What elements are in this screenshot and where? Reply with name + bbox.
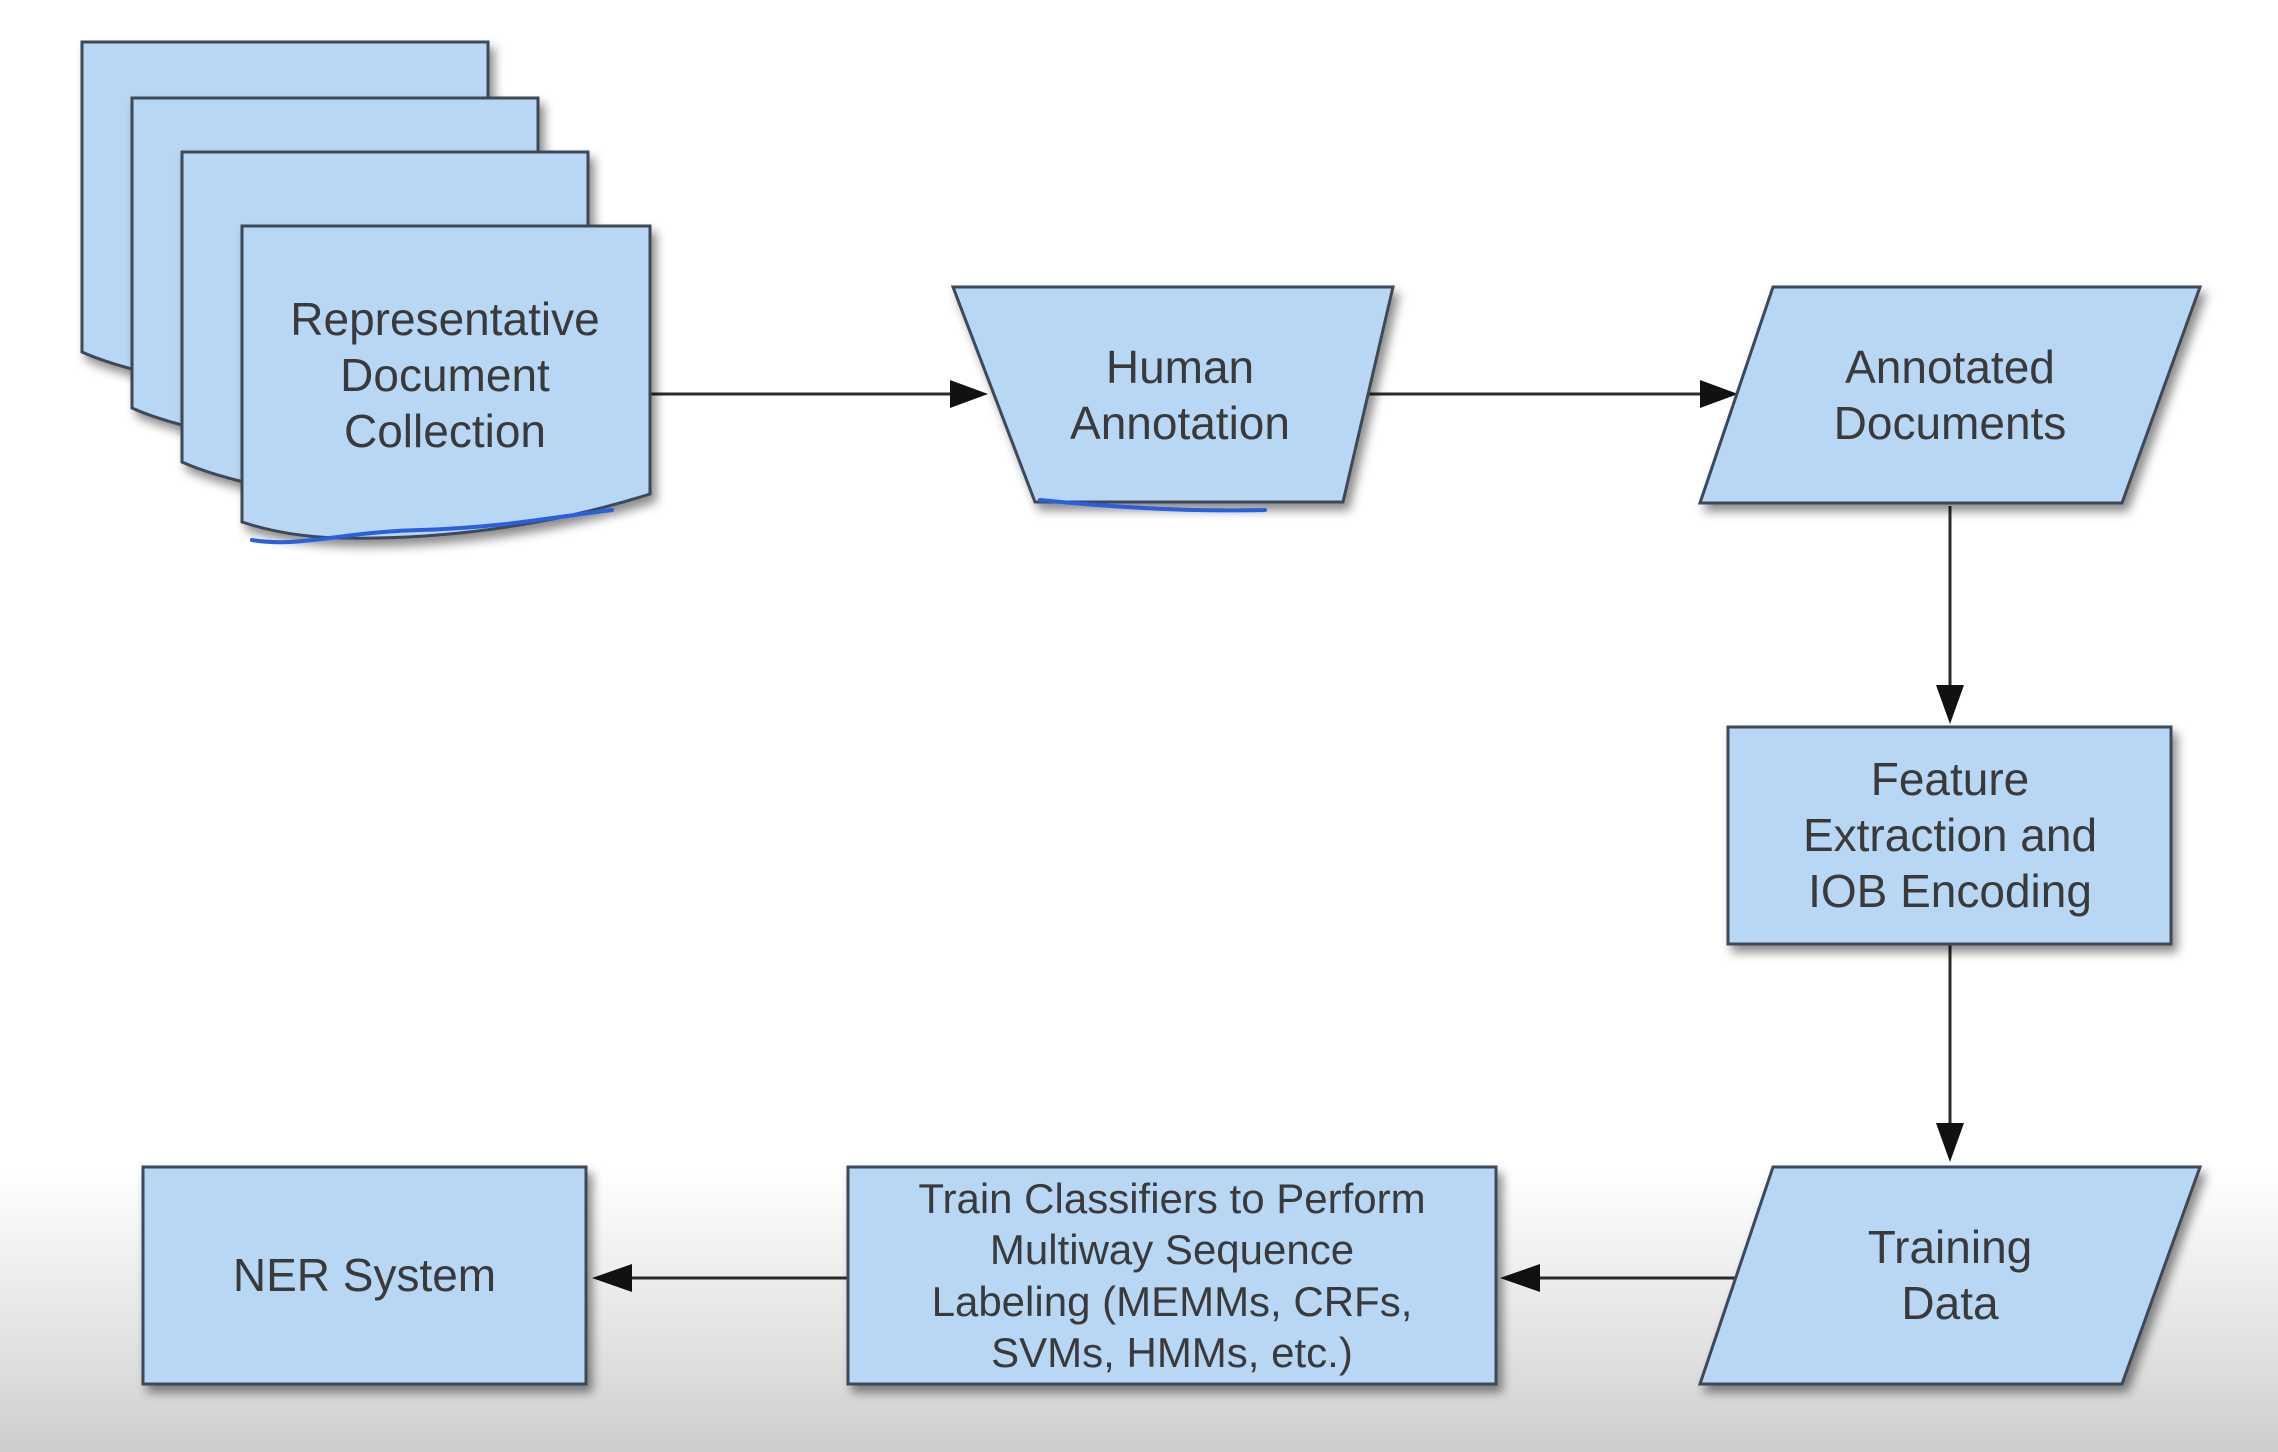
annotated-documents-shape bbox=[1697, 285, 2203, 505]
feature-extraction-shape bbox=[1726, 725, 2173, 946]
arrow-annotation-to-annotated bbox=[1355, 380, 1738, 408]
arrow-collection-to-annotation bbox=[650, 380, 988, 408]
arrow-classifiers-to-ner bbox=[592, 1264, 848, 1292]
human-annotation-shape bbox=[950, 285, 1395, 513]
train-classifiers-shape bbox=[846, 1165, 1498, 1386]
document-collection-shape bbox=[80, 40, 652, 545]
arrow-training-to-classifiers bbox=[1500, 1264, 1745, 1292]
pen-underline-stroke bbox=[1038, 498, 1267, 513]
ner-system-shape bbox=[141, 1165, 588, 1386]
arrow-annotated-to-feature bbox=[1936, 506, 1964, 724]
arrow-feature-to-training bbox=[1936, 944, 1964, 1162]
document-sheet-front bbox=[240, 224, 652, 540]
pen-underline-stroke bbox=[250, 508, 614, 545]
arrows bbox=[592, 380, 1964, 1292]
training-data-shape bbox=[1697, 1165, 2203, 1386]
